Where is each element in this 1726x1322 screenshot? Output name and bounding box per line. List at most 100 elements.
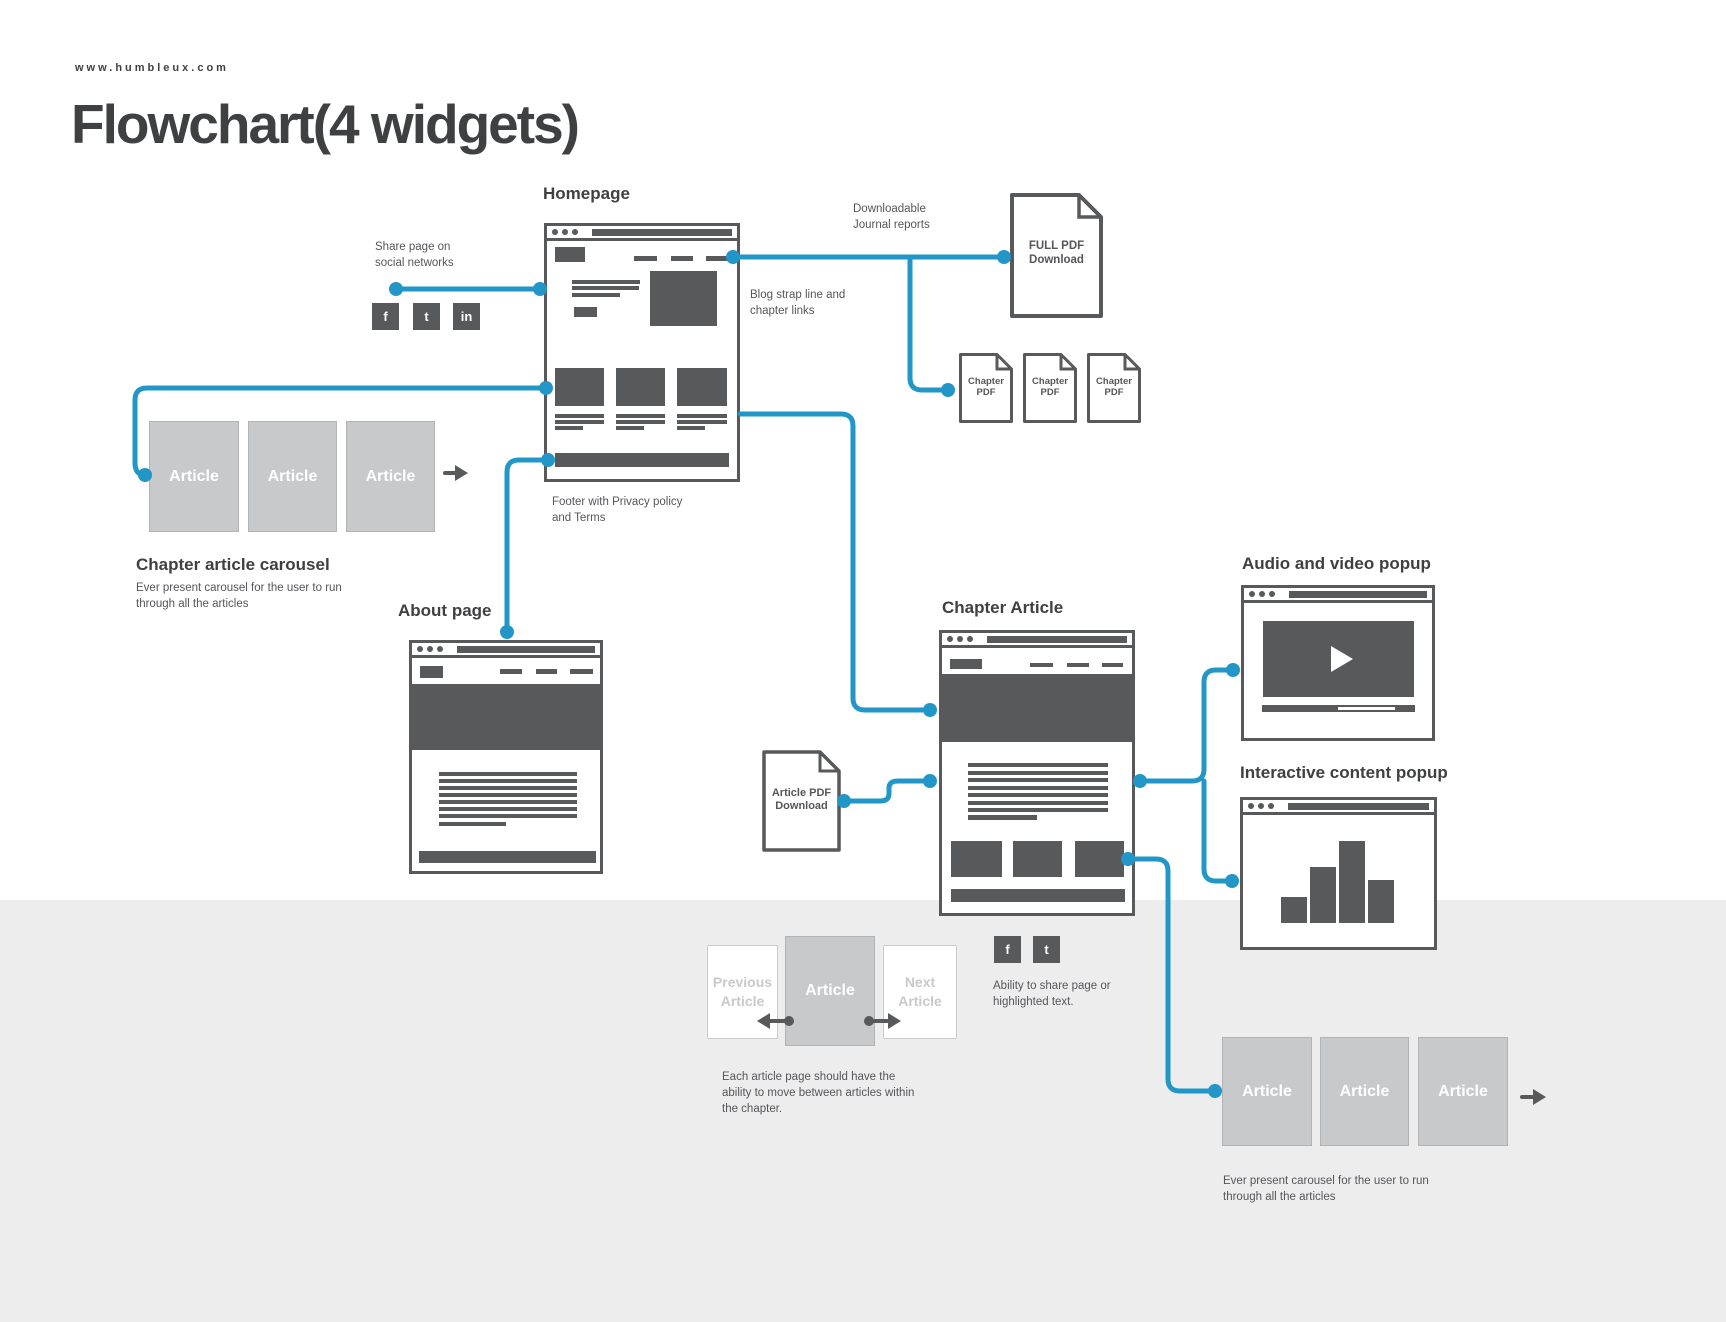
nav-link-dash bbox=[1067, 663, 1089, 667]
window-dot bbox=[967, 636, 973, 642]
chapter-carousel-caption: Ever present carousel for the user to ru… bbox=[136, 582, 342, 611]
window-dot bbox=[572, 229, 578, 235]
carousel-article-card: Article bbox=[149, 421, 239, 532]
current-article-card: Article bbox=[785, 936, 875, 1046]
address-bar bbox=[987, 635, 1127, 643]
text-line bbox=[572, 286, 639, 290]
article-nav-caption: Each article page should have the abilit… bbox=[722, 1071, 915, 1116]
text-line bbox=[616, 414, 665, 418]
chapter-pdf-label: Chapter PDF bbox=[968, 376, 1004, 398]
connector bbox=[841, 778, 929, 804]
text-line bbox=[555, 426, 583, 430]
text-line bbox=[572, 280, 640, 284]
chart-bar bbox=[1310, 867, 1336, 923]
text-line bbox=[616, 420, 665, 424]
interactive-popup-window bbox=[1240, 797, 1437, 950]
text-line bbox=[439, 793, 577, 797]
card-placeholder bbox=[1013, 841, 1062, 877]
connector bbox=[907, 254, 948, 393]
homepage-label: Homepage bbox=[543, 184, 630, 203]
chapter-carousel-heading: Chapter article carousel bbox=[136, 555, 330, 574]
window-dot bbox=[1258, 803, 1264, 809]
text-line bbox=[439, 779, 577, 783]
nav-link-dash bbox=[671, 256, 693, 261]
nav-link-dash bbox=[1102, 663, 1123, 667]
text-line bbox=[439, 822, 506, 826]
text-line bbox=[968, 771, 1108, 775]
browser-chrome bbox=[547, 226, 737, 241]
text-line bbox=[439, 800, 577, 804]
nav-link-dash bbox=[1030, 663, 1053, 667]
connector bbox=[1137, 667, 1233, 784]
full-pdf-label: FULL PDF Download bbox=[1028, 240, 1085, 266]
interactive-popup-label: Interactive content popup bbox=[1240, 763, 1448, 782]
connector bbox=[1201, 778, 1232, 884]
button-placeholder bbox=[574, 307, 597, 317]
nav-separator bbox=[412, 684, 600, 687]
site-url: www.humbleux.com bbox=[75, 62, 229, 74]
chart-bar bbox=[1339, 841, 1365, 923]
chart-bar bbox=[1368, 880, 1394, 923]
window-dot bbox=[552, 229, 558, 235]
text-line bbox=[677, 426, 705, 430]
connector bbox=[504, 457, 551, 631]
video-progress-handle bbox=[1338, 707, 1395, 710]
browser-chrome bbox=[412, 643, 600, 658]
carousel-article-card: Article bbox=[1418, 1037, 1508, 1146]
chapter-pdf-document: Chapter PDF bbox=[959, 353, 1013, 423]
window-dot bbox=[562, 229, 568, 235]
audio-popup-window bbox=[1241, 585, 1435, 741]
address-bar bbox=[1288, 802, 1429, 810]
text-line bbox=[555, 414, 604, 418]
logo-placeholder bbox=[420, 666, 443, 678]
text-line bbox=[439, 772, 577, 776]
window-dot bbox=[1269, 591, 1275, 597]
address-bar bbox=[592, 228, 732, 236]
linkedin-icon: in bbox=[453, 303, 480, 330]
card-placeholder bbox=[677, 368, 727, 406]
next-article-card: Next Article bbox=[883, 945, 957, 1039]
chapter-article-label: Chapter Article bbox=[942, 598, 1064, 617]
text-line bbox=[572, 293, 620, 297]
text-line bbox=[439, 807, 577, 811]
previous-article-card: Previous Article bbox=[707, 945, 778, 1039]
facebook-icon: f bbox=[994, 936, 1021, 963]
chapter-pdf-document: Chapter PDF bbox=[1023, 353, 1077, 423]
image-placeholder bbox=[650, 271, 717, 326]
chapter-pdf-label: Chapter PDF bbox=[1096, 376, 1132, 398]
hero-image-placeholder bbox=[412, 687, 600, 750]
twitter-icon: t bbox=[1033, 936, 1060, 963]
carousel-article-card: Article bbox=[1222, 1037, 1312, 1146]
bar-chart-placeholder bbox=[1281, 841, 1394, 923]
address-bar bbox=[457, 645, 595, 653]
carousel-arrow-icon bbox=[455, 465, 468, 481]
text-line bbox=[968, 763, 1108, 767]
window-dot bbox=[437, 646, 443, 652]
footer-bar bbox=[555, 453, 729, 467]
footer-annotation: Footer with Privacy policy and Terms bbox=[552, 496, 683, 525]
window-dot bbox=[957, 636, 963, 642]
downloadable-annotation: Downloadable Journal reports bbox=[853, 203, 930, 232]
nav-link-dash bbox=[706, 256, 728, 261]
article-pdf-document: Article PDF Download bbox=[762, 750, 841, 852]
text-line bbox=[968, 815, 1037, 820]
browser-chrome bbox=[1243, 800, 1434, 815]
carousel-article-card: Article bbox=[1320, 1037, 1409, 1146]
twitter-icon: t bbox=[413, 303, 440, 330]
text-line bbox=[968, 786, 1108, 790]
window-dot bbox=[947, 636, 953, 642]
nav-separator bbox=[942, 674, 1132, 677]
footer-bar bbox=[951, 889, 1125, 902]
carousel-article-card: Article bbox=[248, 421, 337, 532]
document-icon bbox=[1010, 193, 1103, 318]
logo-placeholder bbox=[555, 247, 585, 262]
carousel-article-card: Article bbox=[346, 421, 435, 532]
card-placeholder bbox=[1075, 841, 1124, 877]
chapter-pdf-label: Chapter PDF bbox=[1032, 376, 1068, 398]
text-line bbox=[616, 426, 644, 430]
window-dot bbox=[1248, 803, 1254, 809]
window-dot bbox=[1249, 591, 1255, 597]
article-pdf-label: Article PDF Download bbox=[771, 787, 832, 812]
text-line bbox=[439, 814, 577, 818]
blog-strap-annotation: Blog strap line and chapter links bbox=[750, 289, 846, 318]
